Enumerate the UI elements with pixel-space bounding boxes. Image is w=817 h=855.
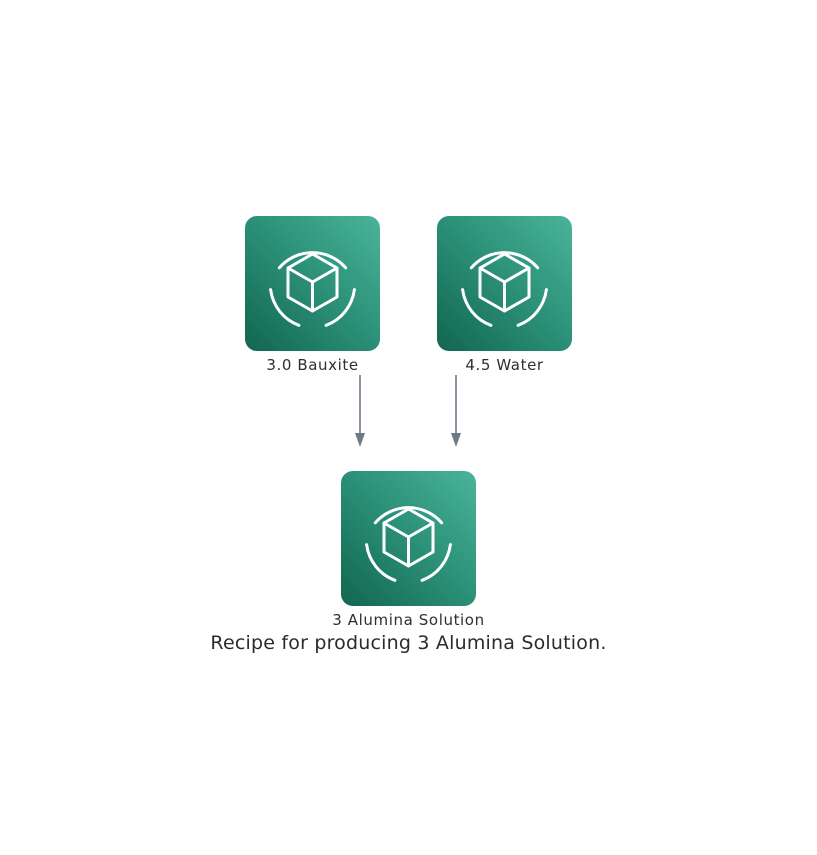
edge-bauxite-to-alumina-solution [355,375,365,447]
node-label: 4.5 Water [465,356,544,374]
node-bauxite[interactable]: 3.0 Bauxite [245,216,380,374]
node-alumina-solution[interactable]: 3 Alumina Solution [332,471,484,629]
node-tile [245,216,380,351]
edge-water-to-alumina-solution [451,375,461,447]
node-tile [341,471,476,606]
node-water[interactable]: 4.5 Water [437,216,572,374]
node-tile [437,216,572,351]
node-label: 3 Alumina Solution [332,611,485,629]
resource-cube-icon [269,251,356,327]
diagram-caption: Recipe for producing 3 Alumina Solution. [210,632,607,654]
arrowhead-icon [355,433,365,447]
resource-cube-icon [461,251,548,327]
node-label: 3.0 Bauxite [266,356,359,374]
arrowhead-icon [451,433,461,447]
resource-cube-icon [365,506,452,582]
